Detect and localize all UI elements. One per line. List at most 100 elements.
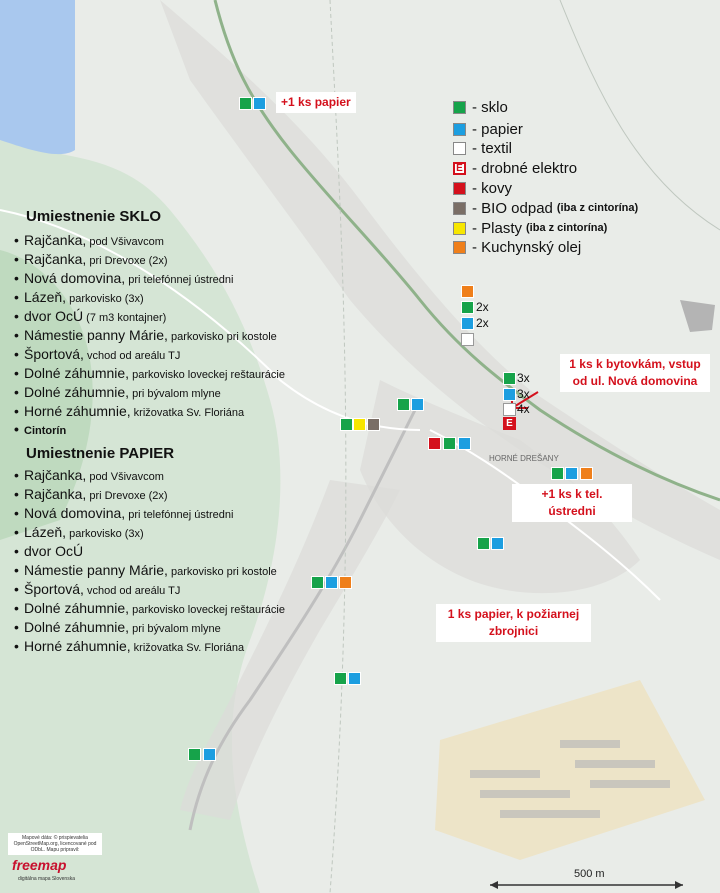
- callout-zbrojnica: 1 ks papier, k požiarnej zbrojnici: [436, 604, 591, 642]
- legend-note: (iba z cintorína): [526, 222, 608, 234]
- sklo-item: •dvor OcÚ (7 m3 kontajner): [14, 308, 167, 324]
- legend-item-plasty: - Plasty (iba z cintorína): [453, 219, 607, 237]
- freemap-logo: freemap: [12, 857, 67, 873]
- papier-item: •Lázeň, parkovisko (3x): [14, 524, 144, 540]
- oil-container-marker[interactable]: [580, 467, 593, 480]
- paper-container-marker[interactable]: [203, 748, 216, 761]
- electro-container-marker[interactable]: E: [503, 417, 516, 430]
- legend-label: - textil: [472, 139, 513, 157]
- papier-item: •dvor OcÚ: [14, 543, 84, 559]
- legend-item-textil: - textil: [453, 139, 512, 157]
- town-label: HORNÉ DREŠANY: [489, 454, 559, 463]
- papier-item: •Námestie panny Márie, parkovisko pri ko…: [14, 562, 277, 578]
- sklo-item: •Horné záhumnie, križovatka Sv. Floriána: [14, 403, 245, 419]
- oil-container-marker[interactable]: [339, 576, 352, 589]
- paper-container-marker[interactable]: [253, 97, 266, 110]
- papier-item: •Nová domovina, pri telefónnej ústredni: [14, 505, 234, 521]
- count-label: 3x: [517, 371, 530, 385]
- glass-container-marker[interactable]: [551, 467, 564, 480]
- papier-item: •Rajčanka, pri Drevoxe (2x): [14, 486, 168, 502]
- legend-item-bio: - BIO odpad (iba z cintorína): [453, 199, 638, 217]
- path-track-ne: [559, 0, 720, 231]
- paper-container-marker[interactable]: [565, 467, 578, 480]
- count-label: 2x: [476, 316, 489, 330]
- papier-item: •Dolné záhumnie, parkovisko loveckej reš…: [14, 600, 285, 616]
- sklo-title: Umiestnenie SKLO: [26, 208, 162, 225]
- legend-label: - kovy: [472, 179, 513, 197]
- glass-container-marker[interactable]: [443, 437, 456, 450]
- sklo-item: •Cintorín: [14, 421, 67, 437]
- paper-container-marker[interactable]: [325, 576, 338, 589]
- callout-papier-top: +1 ks papier: [276, 92, 356, 113]
- scale-bar: [490, 881, 683, 889]
- textile-swatch-icon: [453, 141, 466, 155]
- count-label: 4x: [517, 402, 530, 416]
- legend-item-elektro: E - drobné elektro: [453, 159, 577, 177]
- papier-item: •Športová, vchod od areálu TJ: [14, 581, 181, 597]
- sklo-item: •Lázeň, parkovisko (3x): [14, 289, 144, 305]
- paper-container-marker[interactable]: [491, 537, 504, 550]
- papier-item: •Rajčanka, pod Všivavcom: [14, 467, 164, 483]
- papier-title: Umiestnenie PAPIER: [26, 445, 175, 462]
- textile-container-marker[interactable]: [503, 403, 516, 416]
- scale-label: 500 m: [574, 868, 605, 880]
- metal-container-marker[interactable]: [428, 437, 441, 450]
- freemap-tagline: digitálna mapa Slovenska: [18, 876, 75, 882]
- glass-container-marker[interactable]: [188, 748, 201, 761]
- glass-container-marker[interactable]: [311, 576, 324, 589]
- sklo-item: •Dolné záhumnie, pri bývalom mlyne: [14, 384, 221, 400]
- electro-letter-icon: E: [453, 161, 466, 175]
- sklo-item: •Rajčanka, pod Všivavcom: [14, 232, 164, 248]
- map-credits: Mapové dáta: © prispievatelia OpenStreet…: [8, 833, 102, 855]
- paper-container-marker[interactable]: [348, 672, 361, 685]
- glass-container-marker[interactable]: [477, 537, 490, 550]
- papier-item: •Dolné záhumnie, pri bývalom mlyne: [14, 619, 221, 635]
- glass-container-marker[interactable]: [340, 418, 353, 431]
- count-label: 2x: [476, 300, 489, 314]
- paper-swatch-icon: [453, 122, 466, 136]
- metal-swatch-icon: [453, 181, 466, 195]
- forest-area-dark: [0, 250, 93, 540]
- legend-item-olej: - Kuchynský olej: [453, 238, 581, 256]
- sklo-item: •Dolné záhumnie, parkovisko loveckej reš…: [14, 365, 285, 381]
- village-builtup-center: [360, 380, 640, 594]
- village-builtup-north: [160, 0, 720, 560]
- legend-label: - Kuchynský olej: [472, 238, 582, 256]
- plastic-swatch-icon: [453, 221, 466, 235]
- legend-note: (iba z cintorína): [556, 202, 639, 214]
- plastic-container-marker[interactable]: [353, 418, 366, 431]
- sklo-item: •Námestie panny Márie, parkovisko pri ko…: [14, 327, 277, 343]
- building: [680, 300, 715, 332]
- glass-container-marker[interactable]: [239, 97, 252, 110]
- callout-bytovky: 1 ks k bytovkám, vstup od ul. Nová domov…: [560, 354, 710, 392]
- bio-swatch-icon: [453, 201, 466, 215]
- glass-container-marker[interactable]: [461, 301, 474, 314]
- count-label: 3x: [517, 387, 530, 401]
- legend-label: - papier: [472, 120, 523, 138]
- legend-item-kovy: - kovy: [453, 179, 512, 197]
- sklo-item: •Nová domovina, pri telefónnej ústredni: [14, 270, 234, 286]
- bio-container-marker[interactable]: [367, 418, 380, 431]
- legend-label: - sklo: [472, 98, 508, 116]
- industrial-buildings: [470, 740, 670, 818]
- paper-container-marker[interactable]: [503, 388, 516, 401]
- legend-label: - BIO odpad: [472, 199, 553, 217]
- papier-item: •Horné záhumnie, križovatka Sv. Floriána: [14, 638, 245, 654]
- glass-container-marker[interactable]: [503, 372, 516, 385]
- sklo-item: •Športová, vchod od areálu TJ: [14, 346, 181, 362]
- oil-container-marker[interactable]: [461, 285, 474, 298]
- legend-item-sklo: - sklo: [453, 98, 508, 116]
- callout-ustredna: +1 ks k tel. ústredni: [512, 484, 632, 522]
- water-reservoir: [0, 0, 75, 155]
- sklo-item: •Rajčanka, pri Drevoxe (2x): [14, 251, 168, 267]
- paper-container-marker[interactable]: [411, 398, 424, 411]
- paper-container-marker[interactable]: [458, 437, 471, 450]
- glass-container-marker[interactable]: [334, 672, 347, 685]
- glass-container-marker[interactable]: [397, 398, 410, 411]
- textile-container-marker[interactable]: [461, 333, 474, 346]
- legend-label: - drobné elektro: [472, 159, 578, 177]
- oil-swatch-icon: [453, 240, 466, 254]
- paper-container-marker[interactable]: [461, 317, 474, 330]
- legend-label: - Plasty: [472, 219, 523, 237]
